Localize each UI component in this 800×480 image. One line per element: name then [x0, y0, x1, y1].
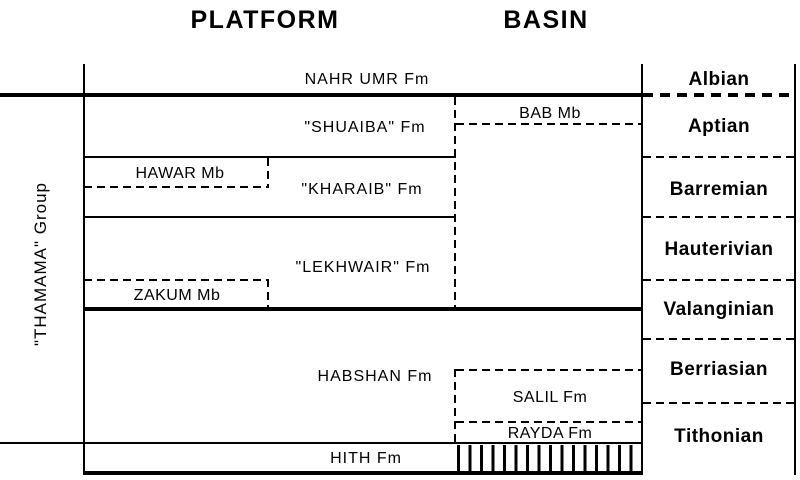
platform-left-border-line	[83, 64, 85, 475]
kharaib-lekhwair-boundary-line	[84, 216, 456, 218]
formation-label-nahr-umr: NAHR UMR Fm	[304, 71, 430, 88]
chart-bottom-line	[83, 471, 643, 475]
thamama-group-label: "THAMAMA" Group	[31, 181, 50, 347]
formation-label-shuaiba: "SHUAIBA" Fm	[304, 119, 426, 136]
platform-basin-facies-boundary-upper	[454, 97, 456, 307]
hawar-member-base-dashed-line	[84, 186, 269, 188]
stage-label-valanginian: Valanginian	[663, 299, 775, 320]
chart-right-border-line	[794, 64, 796, 475]
platform-basin-facies-boundary-lower	[454, 369, 456, 442]
zakum-member-right-dashed-line	[267, 279, 269, 307]
barremian-hauterivian-boundary-dashed-line	[643, 216, 794, 218]
habshan-top-line	[84, 307, 643, 311]
formation-label-habshan: HABSHAN Fm	[317, 368, 433, 385]
salil-top-dashed-line	[456, 369, 642, 371]
formation-label-lekhwair: "LEKHWAIR" Fm	[295, 259, 431, 276]
member-label-hawar: HAWAR Mb	[135, 165, 225, 182]
berriasian-tithonian-boundary-dashed-line	[643, 402, 794, 404]
zakum-member-top-dashed-line	[84, 279, 269, 281]
hawar-member-right-dashed-line	[267, 158, 269, 186]
formation-label-hith: HITH Fm	[330, 450, 402, 467]
member-label-bab: BAB Mb	[519, 105, 581, 122]
stage-label-tithonian: Tithonian	[674, 426, 764, 447]
column-header-platform: PLATFORM	[190, 6, 340, 34]
basin-stage-divider-line	[641, 64, 643, 475]
member-label-zakum: ZAKUM Mb	[133, 287, 221, 304]
formation-label-rayda: RAYDA Fm	[507, 425, 593, 442]
valanginian-berriasian-boundary-dashed-line	[643, 338, 794, 340]
stage-label-albian: Albian	[688, 69, 750, 90]
column-header-basin: BASIN	[503, 6, 589, 34]
hith-anhydrite-hatch-pattern	[457, 445, 641, 471]
aptian-barremian-boundary-dashed-line	[643, 156, 794, 158]
stage-label-aptian: Aptian	[687, 116, 751, 137]
stage-label-hauterivian: Hauterivian	[664, 239, 774, 260]
nahr-umr-base-line	[0, 93, 643, 97]
hith-top-line	[0, 442, 643, 444]
shuaiba-kharaib-boundary-line	[84, 156, 456, 158]
stage-label-berriasian: Berriasian	[670, 359, 768, 380]
formation-label-salil: SALIL Fm	[512, 389, 588, 406]
bab-member-base-dashed-line	[456, 123, 642, 125]
hauterivian-valanginian-boundary-dashed-line	[643, 279, 794, 281]
formation-label-kharaib: "KHARAIB" Fm	[301, 181, 423, 198]
stage-label-barremian: Barremian	[669, 179, 769, 200]
albian-aptian-boundary-dashed-line	[643, 93, 795, 97]
rayda-top-dashed-line	[456, 421, 642, 423]
